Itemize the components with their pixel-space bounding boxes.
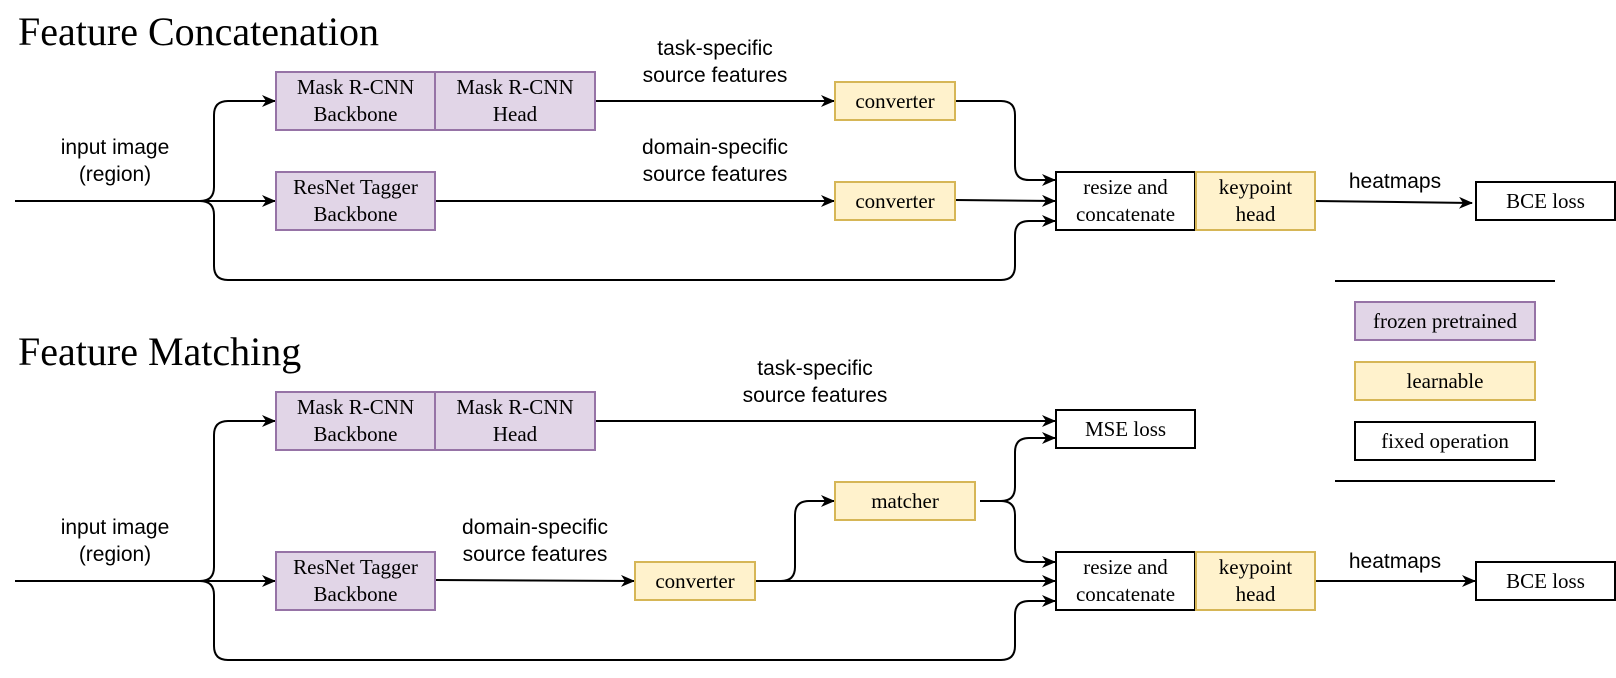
- legend-learnable: learnable: [1354, 361, 1536, 401]
- input-image-label-2: input image(region): [60, 516, 170, 566]
- section-title-matching: Feature Matching: [18, 329, 302, 374]
- bce-loss-box-2: BCE loss: [1475, 561, 1616, 601]
- input-image-label: input image(region): [60, 136, 170, 186]
- edge-input-bypass: [199, 200, 1056, 281]
- edge-converter-to-matcher: [755, 495, 835, 582]
- bce-loss-box: BCE loss: [1475, 181, 1616, 221]
- section-title-concatenation: Feature Concatenation: [18, 9, 379, 54]
- edge-matcher-to-mse: [980, 432, 1056, 502]
- mse-loss-box: MSE loss: [1055, 409, 1196, 449]
- edge-input-bypass-2: [199, 580, 1056, 661]
- edge-converter-mid-to-resize: [954, 194, 1056, 207]
- converter-box-middle: converter: [834, 181, 956, 221]
- heatmaps-label: heatmaps: [1348, 170, 1442, 193]
- converter-box-top: converter: [834, 81, 956, 121]
- legend-frozen-pretrained: frozen pretrained: [1354, 301, 1536, 341]
- edge-resnet-to-converter-2: [434, 574, 635, 587]
- edge-matcher-to-resize: [980, 500, 1056, 568]
- edge-keypoint-to-bce: [1314, 196, 1473, 209]
- edge-converter-top-to-resize: [955, 100, 1056, 186]
- converter-box-2: converter: [634, 561, 756, 601]
- legend-fixed-operation: fixed operation: [1354, 421, 1536, 461]
- matcher-box: matcher: [834, 481, 976, 521]
- heatmaps-label-2: heatmaps: [1348, 550, 1442, 573]
